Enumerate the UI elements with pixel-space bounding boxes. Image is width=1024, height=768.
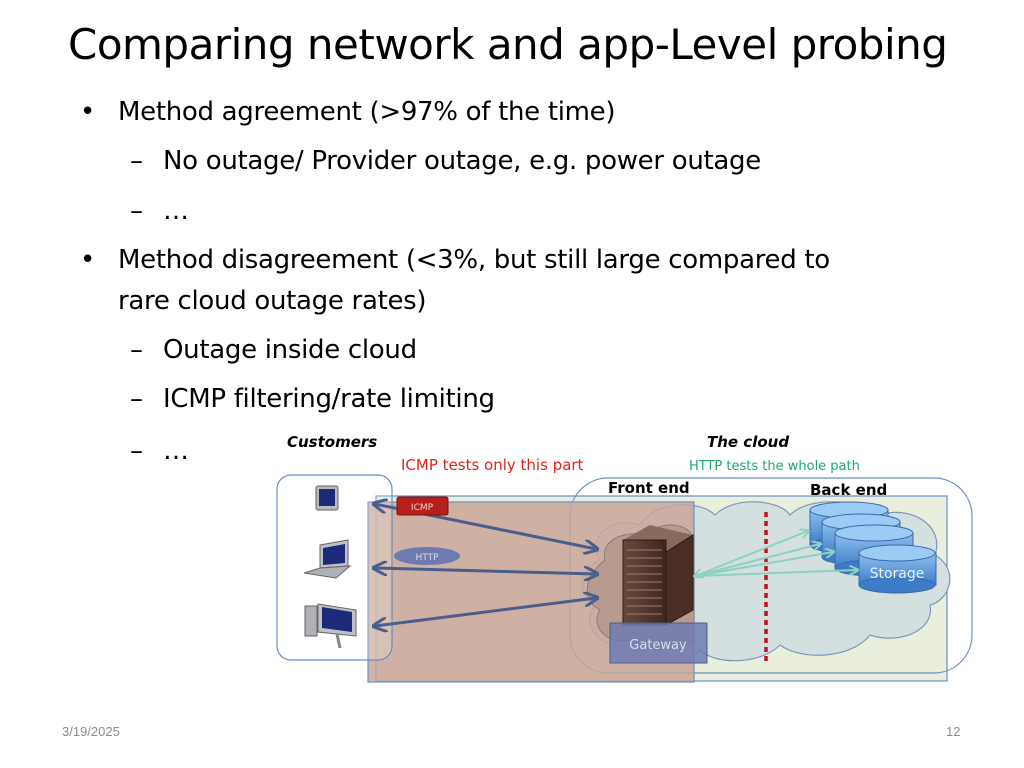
icmp-note: ICMP tests only this part bbox=[401, 456, 584, 474]
backend-arrows bbox=[695, 531, 857, 576]
bullet-text: … bbox=[163, 436, 189, 466]
backend-arrow bbox=[694, 552, 833, 577]
gateway-box bbox=[609, 622, 708, 664]
bullet-text: ICMP filtering/rate limiting bbox=[163, 384, 495, 414]
bullet-item-continuation: rare cloud outage rates) bbox=[118, 282, 427, 320]
bullet-item: • Method agreement (>97% of the time) bbox=[80, 93, 616, 131]
bullet-marker: – bbox=[130, 384, 143, 414]
bullet-marker: – bbox=[130, 146, 143, 176]
footer-date: 3/19/2025 bbox=[62, 724, 120, 739]
slide-title: Comparing network and app-Level probing bbox=[68, 20, 948, 69]
icmp-tag bbox=[396, 496, 449, 516]
bullet-item: –… bbox=[130, 432, 189, 470]
storage-label: Storage bbox=[870, 566, 925, 582]
server-rack-icon bbox=[622, 525, 694, 626]
gateway-label: Gateway bbox=[629, 638, 687, 653]
front-end-label: Front end bbox=[608, 479, 690, 497]
bullet-item: –ICMP filtering/rate limiting bbox=[130, 380, 495, 418]
http-note: HTTP tests the whole path bbox=[689, 459, 860, 474]
bullet-marker: – bbox=[130, 436, 143, 466]
bullet-marker: • bbox=[80, 97, 96, 127]
bullet-text: No outage/ Provider outage, e.g. power o… bbox=[163, 146, 761, 176]
bullet-marker: – bbox=[130, 335, 143, 365]
bullet-item: –Outage inside cloud bbox=[130, 331, 417, 369]
bullet-text: Method disagreement (<3%, but still larg… bbox=[118, 245, 830, 275]
bullet-marker: – bbox=[130, 196, 143, 226]
http-arrow bbox=[375, 568, 596, 574]
http-arrow bbox=[375, 598, 596, 626]
icmp-tag-label: ICMP bbox=[411, 503, 434, 513]
storage-cylinder-icon bbox=[858, 544, 937, 594]
bullet-text: rare cloud outage rates) bbox=[118, 286, 427, 316]
bullet-marker: • bbox=[80, 245, 96, 275]
cloud-label: The cloud bbox=[707, 433, 789, 451]
bullet-item: –… bbox=[130, 192, 189, 230]
bullet-item: –No outage/ Provider outage, e.g. power … bbox=[130, 142, 761, 180]
customers-label: Customers bbox=[287, 433, 377, 451]
backend-arrow bbox=[695, 531, 808, 576]
backend-arrow bbox=[694, 570, 857, 577]
bullet-text: Outage inside cloud bbox=[163, 335, 417, 365]
laptop-icon bbox=[303, 539, 352, 579]
desktop-computer-icon bbox=[304, 603, 357, 649]
bullet-text: … bbox=[163, 196, 189, 226]
bullet-item: • Method disagreement (<3%, but still lar… bbox=[80, 241, 830, 279]
footer-page-number: 12 bbox=[946, 724, 961, 739]
back-end-label: Back end bbox=[810, 481, 887, 499]
http-tag-label: HTTP bbox=[415, 553, 439, 563]
http-tag bbox=[394, 547, 460, 565]
bullet-text: Method agreement (>97% of the time) bbox=[118, 97, 616, 127]
storage-cylinders: Storage bbox=[809, 501, 937, 594]
desktop-monitor-icon bbox=[315, 485, 339, 511]
backend-arrow bbox=[694, 544, 820, 577]
